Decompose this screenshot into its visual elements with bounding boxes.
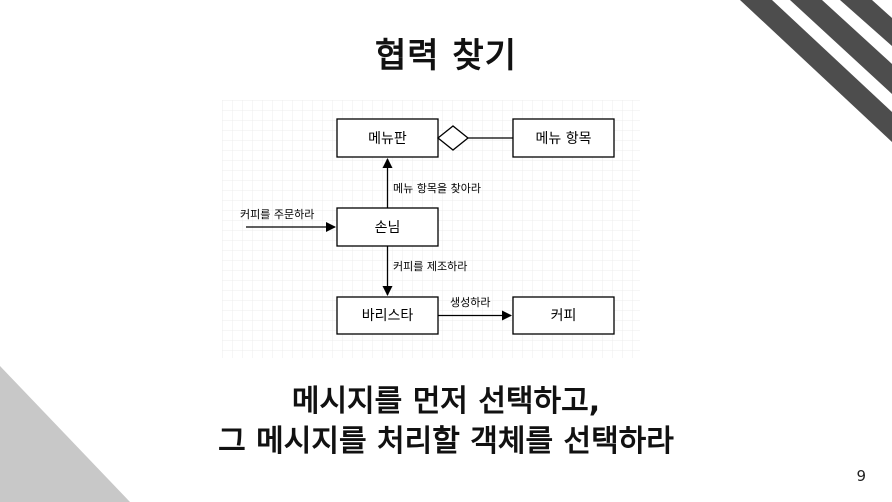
node-menu-label: 메뉴판	[368, 131, 407, 147]
aggregation-diamond	[436, 125, 470, 151]
page-number: 9	[856, 467, 866, 485]
node-coffee: 커피	[512, 296, 615, 335]
message-find-menu-item: 메뉴 항목을 찾아라	[393, 182, 481, 195]
collaboration-diagram: 메뉴판 메뉴 항목 손님 바리스타 커피 메뉴 항목을 찾아라 커피를 주문하라…	[222, 100, 640, 358]
node-menu-item-label: 메뉴 항목	[536, 131, 592, 147]
node-barista-label: 바리스타	[362, 308, 414, 324]
message-create: 생성하라	[450, 295, 490, 309]
top-right-stripes	[740, 0, 892, 142]
node-barista: 바리스타	[336, 296, 439, 335]
node-customer-label: 손님	[375, 220, 401, 236]
node-menu: 메뉴판	[336, 118, 439, 158]
message-make-coffee: 커피를 제조하라	[393, 259, 467, 273]
node-menu-item: 메뉴 항목	[512, 118, 615, 158]
bottom-left-triangle	[0, 366, 130, 502]
caption-line-1: 메시지를 먼저 선택하고,	[291, 384, 601, 419]
message-order-coffee: 커피를 주문하라	[240, 207, 314, 221]
node-customer: 손님	[336, 207, 439, 247]
slide-title: 협력 찾기	[375, 36, 517, 76]
aggregation-link	[436, 125, 513, 151]
slide-caption: 메시지를 먼저 선택하고, 그 메시지를 처리할 객체를 선택하라	[0, 382, 892, 462]
caption-line-2: 그 메시지를 처리할 객체를 선택하라	[218, 424, 674, 459]
node-coffee-label: 커피	[551, 308, 577, 324]
